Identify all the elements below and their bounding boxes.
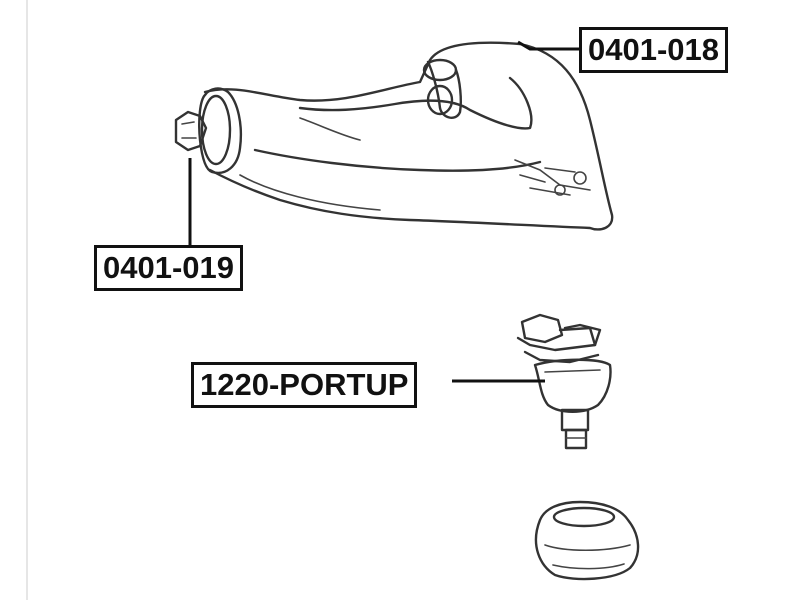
dust-boot-icon <box>534 500 640 581</box>
part-label-ball-joint: 1220-PORTUP <box>191 362 418 408</box>
control-arm-icon <box>203 41 614 231</box>
ball-joint-icon <box>516 313 612 450</box>
leader-line-upper-arm <box>517 40 579 51</box>
bushing-icon <box>174 87 242 175</box>
part-label-bushing: 0401-019 <box>94 245 244 291</box>
part-label-upper-arm: 0401-018 <box>579 27 729 73</box>
